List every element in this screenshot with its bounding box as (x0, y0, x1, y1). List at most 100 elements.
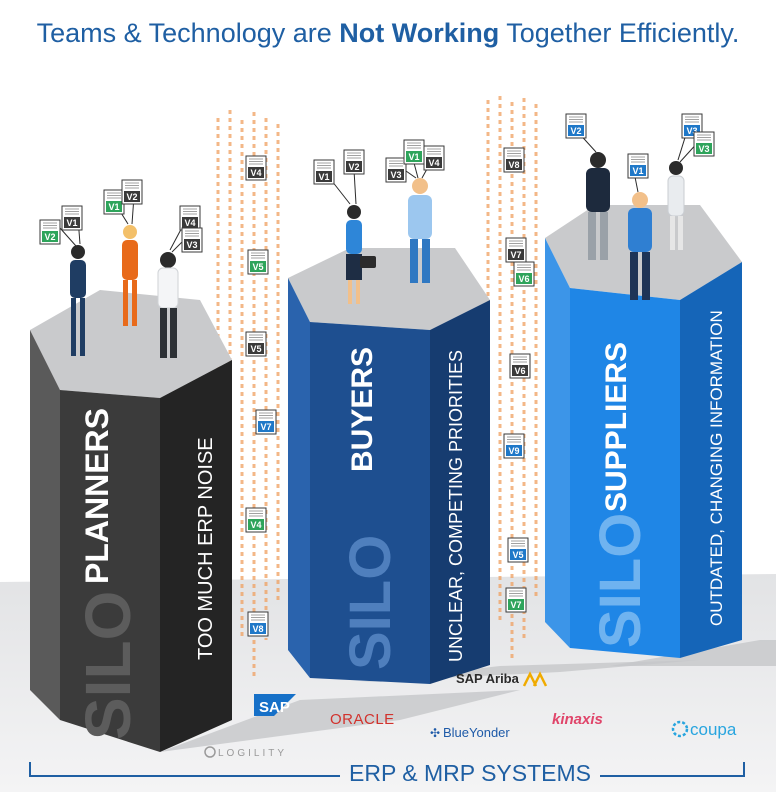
planners-pillar-front (60, 390, 160, 752)
document-version-label: V6 (514, 366, 525, 376)
logility-logo: LOGILITY (204, 746, 287, 759)
planners-document: V3 (181, 227, 203, 253)
document-version-label: V8 (252, 624, 263, 634)
footer-bracket (29, 762, 745, 777)
buyers-issue: UNCLEAR, COMPETING PRIORITIES (446, 350, 466, 662)
planners-document: V2 (39, 219, 61, 245)
stream-right-document: V5 (507, 537, 529, 563)
planners-issue: TOO MUCH ERP NOISE (195, 437, 217, 660)
sap-ariba-logo: SAP Ariba (456, 671, 548, 687)
document-version-label: V3 (186, 240, 197, 250)
document-version-label: V5 (250, 344, 261, 354)
document-version-label: V1 (108, 202, 119, 212)
suppliers-issue: OUTDATED, CHANGING INFORMATION (707, 310, 726, 626)
suppliers-pillar-side-left (545, 238, 570, 648)
supplier-person-1 (586, 152, 610, 260)
buyers-silo-word: SILO (338, 535, 403, 670)
supplier-person-2 (628, 192, 652, 300)
sap-logo: SAP (254, 694, 296, 716)
stream-left-document: V4 (245, 507, 267, 533)
document-version-label: V3 (686, 126, 697, 136)
stream-right-document: V7 (505, 587, 527, 613)
coupa-logo: coupa (671, 720, 737, 739)
supplier-person-3 (667, 161, 685, 250)
headline-end: Together Efficiently. (499, 18, 740, 48)
buyers-document: V1 (403, 139, 425, 165)
planners-document: V1 (103, 189, 125, 215)
document-version-label: V2 (570, 126, 581, 136)
blueyonder-logo-text: BlueYonder (443, 725, 510, 740)
planners-document: V2 (121, 179, 143, 205)
planner-person-1 (70, 245, 86, 356)
document-version-label: V2 (44, 232, 55, 242)
document-version-label: V5 (252, 262, 263, 272)
planners-pillar-side-left (30, 330, 60, 720)
document-version-label: V1 (408, 152, 419, 162)
planners-document: V4 (179, 205, 201, 231)
buyer-person-1 (346, 205, 376, 304)
document-version-label: V6 (518, 274, 529, 284)
stream-right-document: V6 (509, 353, 531, 379)
footer-label: ERP & MRP SYSTEMS (349, 760, 591, 786)
suppliers-pillar-side-right (680, 262, 742, 658)
suppliers-document: V3 (693, 131, 715, 157)
document-version-label: V4 (250, 520, 261, 530)
stream-right-document: V8 (503, 147, 525, 173)
stream-left-document: V8 (247, 611, 269, 637)
document-version-label: V8 (508, 160, 519, 170)
planner-person-3 (157, 252, 179, 358)
document-version-label: V1 (318, 172, 329, 182)
stream-right-document: V7 (505, 237, 527, 263)
document-version-label: V4 (250, 168, 261, 178)
buyers-document: V1 (313, 159, 335, 185)
stream-left-document: V5 (245, 331, 267, 357)
suppliers-document: V1 (627, 153, 649, 179)
version-documents: V2V1V1V2V4V3V1V2V3V1V4V2V1V3V3V4V5V5V7V4… (39, 113, 715, 637)
buyers-pillar-side-right (430, 300, 490, 684)
document-version-label: V7 (510, 250, 521, 260)
planners-document: V1 (61, 205, 83, 231)
coupa-logo-text: coupa (690, 720, 737, 739)
document-version-label: V3 (698, 144, 709, 154)
suppliers-document: V2 (565, 113, 587, 139)
planner-person-2 (122, 225, 138, 326)
headline-start: Teams & Technology are (36, 18, 340, 48)
document-version-label: V4 (428, 158, 439, 168)
document-version-label: V2 (126, 192, 137, 202)
kinaxis-logo: kinaxis (552, 711, 603, 728)
sap-ariba-logo-text: SAP Ariba (456, 671, 520, 686)
stream-left-document: V7 (255, 409, 277, 435)
buyers-pillar (288, 248, 490, 684)
headline-emphasis: Not Working (339, 18, 500, 48)
planners-team-label: PLANNERS (79, 408, 115, 584)
stream-right-document: V6 (513, 261, 535, 287)
buyers-pillar-top (288, 248, 490, 330)
buyers-document: V4 (423, 145, 445, 171)
document-version-label: V1 (632, 166, 643, 176)
document-version-label: V7 (260, 422, 271, 432)
stream-right-document: V9 (503, 433, 525, 459)
logility-logo-text: LOGILITY (218, 748, 287, 759)
blueyonder-logo: ✣ BlueYonder (430, 725, 510, 740)
document-version-label: V7 (510, 600, 521, 610)
document-version-label: V9 (508, 446, 519, 456)
buyers-team-label: BUYERS (346, 347, 379, 472)
planners-shadow (160, 690, 520, 752)
suppliers-team-label: SUPPLIERS (600, 342, 633, 512)
buyers-pillar-side-left (288, 278, 310, 678)
oracle-logo: ORACLE (330, 711, 395, 728)
buyer-person-2 (408, 178, 432, 283)
blueyonder-mark: ✣ (430, 726, 440, 740)
suppliers-silo-word: SILO (588, 513, 653, 648)
sap-logo-text: SAP (259, 699, 290, 716)
buyers-document: V2 (343, 149, 365, 175)
planners-pillar-side-right (160, 360, 232, 752)
document-version-label: V1 (66, 218, 77, 228)
buyers-pillar-front (310, 322, 430, 684)
planners-pillar (30, 290, 232, 752)
stream-left-document: V5 (247, 249, 269, 275)
buyers-document: V3 (385, 157, 407, 183)
stream-left-document: V4 (245, 155, 267, 181)
